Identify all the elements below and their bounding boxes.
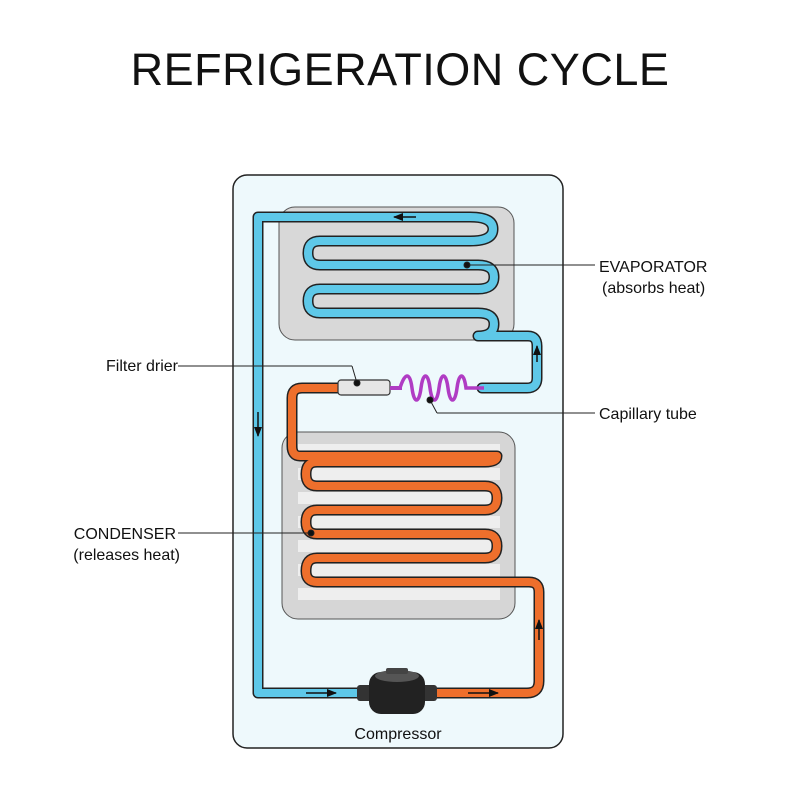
compressor-unit	[357, 668, 437, 714]
evaporator-panel	[278, 206, 515, 341]
evaporator-label: EVAPORATOR	[599, 259, 707, 276]
evaporator-note: (absorbs heat)	[602, 280, 705, 297]
capillary-tube	[398, 374, 484, 402]
filter-drier-label: Filter drier	[106, 358, 179, 375]
filter-drier	[337, 379, 391, 396]
compressor-label: Compressor	[354, 726, 442, 743]
hot-refrigerant-line	[286, 382, 545, 699]
capillary-tube-label: Capillary tube	[599, 406, 697, 423]
condenser-note: (releases heat)	[73, 547, 180, 564]
leader-lines	[178, 261, 595, 537]
diagram-title: REFRIGERATION CYCLE	[130, 44, 670, 95]
cold-refrigerant-line	[252, 211, 543, 699]
condenser-label: CONDENSER	[74, 526, 176, 543]
